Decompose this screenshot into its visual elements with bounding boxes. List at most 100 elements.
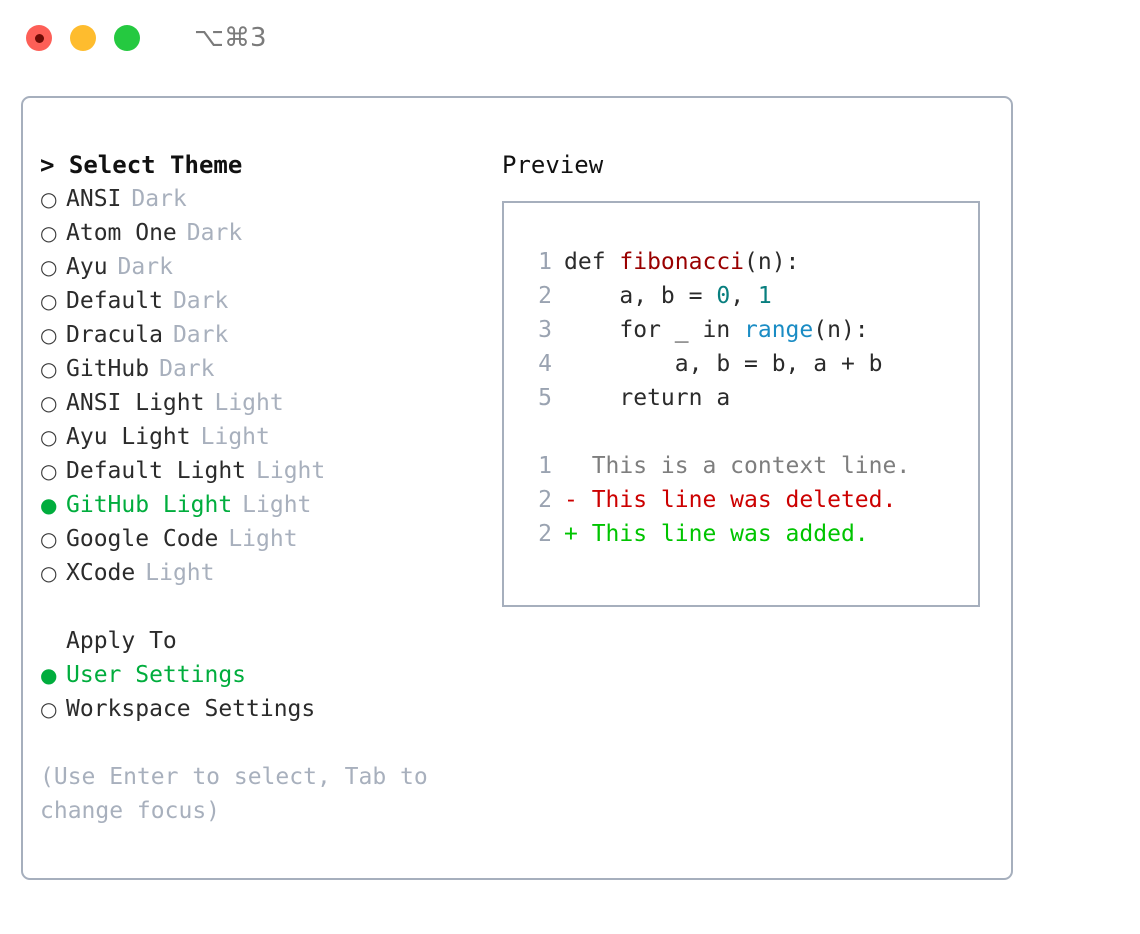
theme-list-item[interactable]: ○ Ayu Light Light [40, 420, 490, 454]
select-theme-heading: > Select Theme [40, 151, 243, 179]
diff-line: 2- This line was deleted. [522, 483, 978, 517]
theme-variant-badge: Light [214, 390, 284, 416]
code-token: , [730, 283, 758, 309]
theme-list-item[interactable]: ● GitHub Light Light [40, 488, 490, 522]
theme-variant-badge: Light [145, 560, 215, 586]
apply-to-heading-row: ○ Apply To [40, 624, 490, 658]
code-token: 0 [716, 283, 731, 309]
radio-unselected-icon: ○ [40, 425, 58, 449]
theme-variant-badge: Dark [117, 254, 173, 280]
code-token: (n): [813, 317, 869, 343]
diff-line: 1 This is a context line. [522, 449, 978, 483]
close-button[interactable] [26, 25, 52, 51]
radio-unselected-icon: ○ [40, 697, 58, 721]
apply-to-list[interactable]: ●User Settings ○ Workspace Settings [40, 658, 490, 726]
line-number: 2 [538, 521, 552, 547]
theme-name: Ayu [66, 254, 108, 280]
code-token: return a [564, 385, 731, 411]
spacer-bullet: ○ [40, 624, 66, 658]
theme-variant-badge: Light [242, 492, 312, 518]
diff-text: - This line was deleted. [564, 487, 897, 513]
radio-unselected-icon: ○ [40, 255, 58, 279]
code-token: range [744, 317, 814, 343]
code-text: return a [564, 381, 730, 415]
code-text: def fibonacci(n): [564, 245, 799, 279]
apply-to-item[interactable]: ○ Workspace Settings [40, 692, 490, 726]
theme-name: GitHub Light [66, 492, 233, 518]
code-token: a, b = [564, 283, 717, 309]
theme-list-item[interactable]: ○ Atom One Dark [40, 216, 490, 250]
theme-name: Default [66, 288, 163, 314]
close-icon [34, 33, 44, 43]
radio-unselected-icon: ○ [40, 221, 58, 245]
code-line: 5 return a [522, 381, 978, 415]
theme-name: Atom One [66, 220, 177, 246]
theme-name: Dracula [66, 322, 163, 348]
radio-unselected-icon: ○ [40, 357, 58, 381]
line-number: 3 [538, 317, 552, 343]
theme-variant-badge: Light [200, 424, 270, 450]
theme-list-item[interactable]: ○ GitHub Dark [40, 352, 490, 386]
theme-name: Default Light [66, 458, 247, 484]
radio-unselected-icon: ○ [40, 323, 58, 347]
theme-variant-badge: Dark [172, 322, 229, 348]
maximize-button[interactable] [114, 25, 140, 51]
theme-variant-badge: Dark [131, 186, 187, 212]
theme-variant-badge: Dark [186, 220, 243, 246]
code-line: 4 a, b = b, a + b [522, 347, 978, 381]
code-token: for _ in [564, 317, 745, 343]
theme-variant-badge: Dark [172, 288, 229, 314]
apply-to-label: User Settings [66, 662, 247, 688]
theme-name: ANSI Light [66, 390, 205, 416]
apply-to-label: Workspace Settings [66, 696, 316, 722]
theme-name: Google Code [66, 526, 219, 552]
theme-list-item[interactable]: ○ Dracula Dark [40, 318, 490, 352]
code-token: (n): [744, 249, 800, 275]
radio-selected-icon: ● [40, 493, 58, 517]
code-line: 3 for _ in range(n): [522, 313, 978, 347]
theme-name: Ayu Light [66, 424, 191, 450]
code-text: a, b = 0, 1 [564, 279, 772, 313]
theme-name: XCode [66, 560, 136, 586]
theme-variant-badge: Light [228, 526, 298, 552]
theme-list-item[interactable]: ○ Default Dark [40, 284, 490, 318]
window-controls [26, 25, 140, 51]
preview-heading: Preview [502, 151, 604, 179]
radio-unselected-icon: ○ [40, 289, 58, 313]
theme-variant-badge: Dark [159, 356, 215, 382]
diff-line: 2 + This line was added. [522, 517, 978, 551]
apply-to-heading: Apply To [66, 628, 177, 654]
theme-list-item[interactable]: ○ Ayu Dark [40, 250, 490, 284]
keyboard-shortcut-label: ⌥⌘3 [194, 23, 267, 53]
code-text: for _ in range(n): [564, 313, 869, 347]
code-token: fibonacci [619, 249, 745, 275]
apply-to-item[interactable]: ●User Settings [40, 658, 490, 692]
diff-text: + This line was added. [564, 521, 869, 547]
diff-text: This is a context line. [564, 453, 911, 479]
theme-name: GitHub [66, 356, 150, 382]
code-token: a, b = b, a + b [564, 351, 883, 377]
radio-unselected-icon: ○ [40, 527, 58, 551]
minimize-button[interactable] [70, 25, 96, 51]
line-number: 4 [538, 351, 552, 377]
diff-sample: 1 This is a context line.2- This line wa… [522, 449, 978, 551]
theme-list-item[interactable]: ○ Google Code Light [40, 522, 490, 556]
line-number: 5 [538, 385, 552, 411]
line-number: 1 [538, 453, 552, 479]
code-token: 1 [757, 283, 772, 309]
radio-unselected-icon: ○ [40, 459, 58, 483]
theme-name: ANSI [66, 186, 122, 212]
title-bar: ⌥⌘3 [0, 0, 1140, 76]
keyboard-hint: (Use Enter to select, Tab to change focu… [40, 764, 428, 824]
code-token: def [564, 249, 620, 275]
